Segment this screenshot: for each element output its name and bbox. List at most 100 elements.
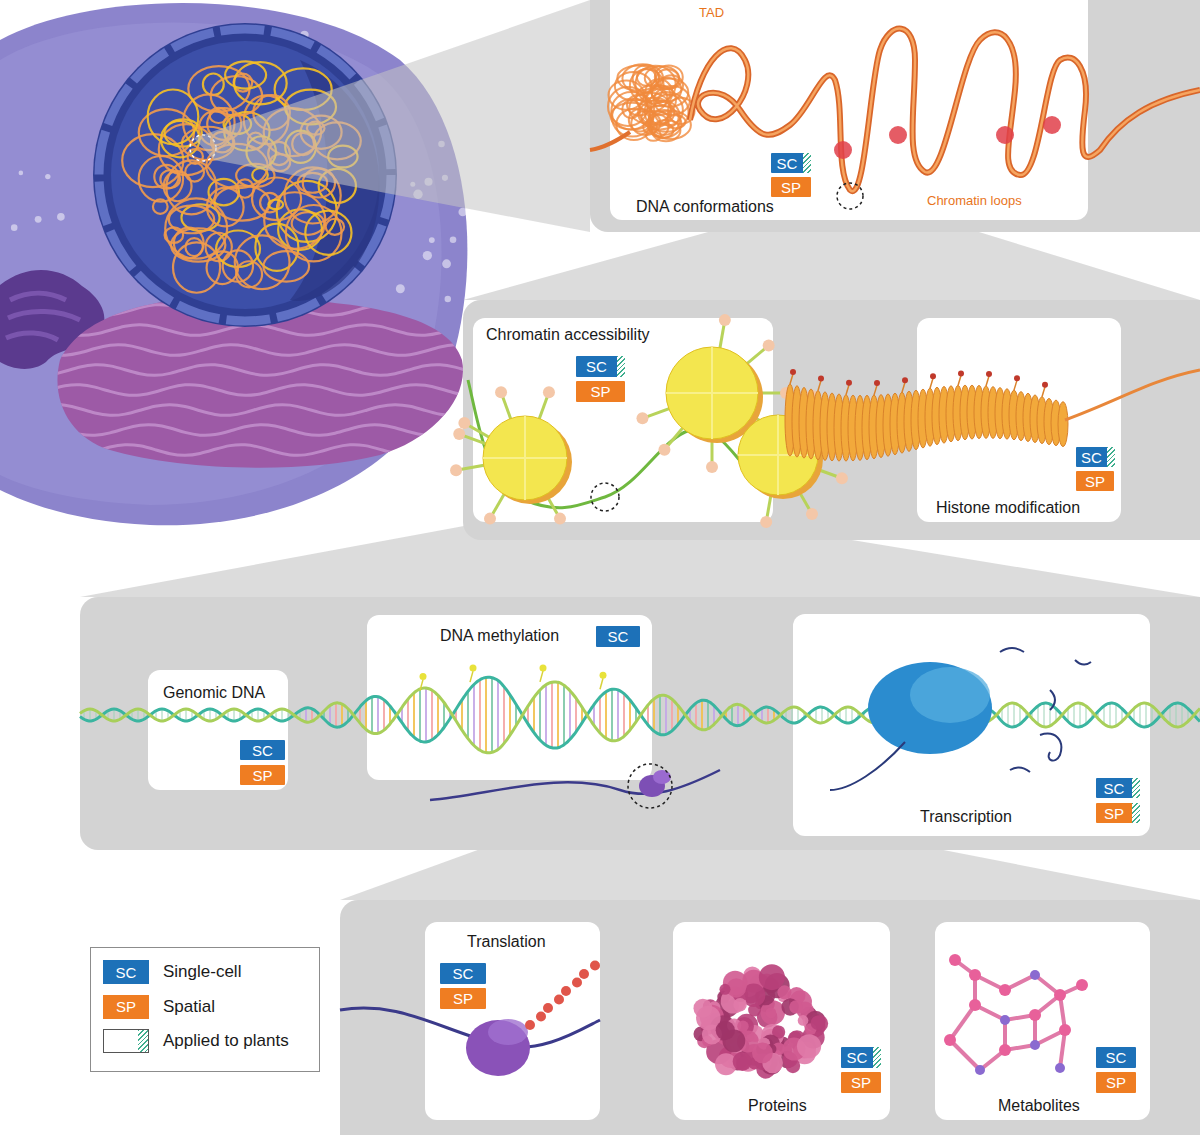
badge-label: SC	[586, 358, 607, 375]
ribosome	[488, 1019, 528, 1045]
histone-mark	[1014, 375, 1020, 381]
level-band	[80, 597, 1200, 850]
chromatin-strand	[236, 261, 262, 287]
legend-swatch: SC	[103, 960, 149, 984]
base-pair	[258, 709, 259, 721]
base-pair	[210, 709, 211, 721]
mark-stalk	[818, 381, 821, 391]
peptide-chain	[525, 961, 600, 1031]
method-badge: SC	[1096, 1047, 1136, 1068]
method-badge: SC	[1096, 778, 1140, 798]
base-pair	[282, 709, 283, 721]
ribosome	[466, 1020, 530, 1076]
base-pair	[611, 689, 613, 741]
tail-mark	[706, 461, 718, 473]
methyl-stalk	[600, 678, 603, 689]
method-badge: SP	[771, 177, 811, 197]
method-badge: SP	[576, 381, 625, 402]
atom	[999, 1044, 1011, 1056]
histone-octamer	[666, 347, 758, 439]
base-pair	[1074, 704, 1075, 726]
base-pair	[485, 677, 487, 752]
protein-atom	[719, 984, 730, 995]
base-pair	[437, 695, 439, 735]
mark-stalk	[902, 382, 905, 392]
base-pair	[767, 707, 769, 723]
fiber-nucleosome	[1058, 402, 1068, 447]
vesicle	[19, 171, 24, 176]
base-pair	[1014, 703, 1015, 727]
method-badge: SP	[240, 765, 285, 785]
legend-row: SPSpatial	[103, 995, 215, 1019]
amino-acid	[536, 1012, 546, 1022]
base-pair	[737, 704, 739, 725]
er-fold	[50, 365, 470, 376]
golgi-cisternae	[6, 293, 80, 340]
badge-label: SC	[777, 155, 798, 172]
mark-stalk	[790, 374, 793, 384]
amino-acid	[525, 1020, 535, 1030]
chromatin-loops-highlight	[690, 29, 1200, 192]
vesicle	[445, 296, 451, 302]
badge-label: SP	[1104, 805, 1124, 822]
tail-mark	[458, 417, 470, 429]
tad-strand	[665, 115, 685, 128]
level-band	[340, 900, 1200, 1135]
badge-label: SP	[851, 1074, 871, 1091]
chromatin-strand	[174, 228, 204, 259]
er-fold	[50, 444, 470, 455]
badge-label: SP	[1085, 473, 1105, 490]
base-pair	[1050, 704, 1051, 726]
base-pair	[371, 697, 373, 733]
badge-label: SC	[1081, 449, 1102, 466]
base-pair	[659, 695, 661, 734]
chromatin-fiber	[590, 132, 630, 150]
amino-acid	[554, 995, 564, 1005]
base-pair	[713, 706, 715, 725]
base-pair	[701, 700, 703, 730]
histone-mark	[930, 373, 936, 379]
chromatin-strand	[326, 219, 344, 235]
chromatin-strand	[139, 156, 183, 202]
legend-text: Single-cell	[163, 962, 241, 982]
atom	[1059, 1024, 1071, 1036]
chemical-bond	[950, 1040, 980, 1070]
base-pair	[1146, 703, 1147, 727]
tail-mark	[763, 339, 775, 351]
base-pair	[419, 689, 421, 741]
mark-stalk	[930, 378, 933, 388]
dna-strand	[80, 677, 1200, 748]
base-pair	[846, 707, 847, 723]
er-fold	[50, 425, 470, 436]
badge-label: SP	[781, 179, 801, 196]
base-pair	[671, 699, 673, 731]
base-pair	[539, 690, 541, 740]
chromatin-strand	[236, 179, 253, 197]
protein-atom	[798, 1015, 809, 1026]
base-pair	[1182, 704, 1183, 726]
badge-label: SC	[1106, 1049, 1127, 1066]
base-pair	[557, 682, 559, 747]
mrna	[430, 770, 720, 800]
cohesin-ring	[834, 141, 852, 159]
method-badge: SC	[596, 626, 640, 647]
chromatin-strand	[255, 224, 298, 271]
base-pair	[653, 699, 655, 731]
tail-mark	[554, 513, 566, 525]
rna-transcripts	[830, 648, 1091, 790]
tail-mark	[543, 386, 555, 398]
histone-octamer	[483, 416, 567, 500]
base-pair	[569, 691, 571, 740]
base-pair	[365, 701, 367, 730]
chromatin-strand	[210, 108, 228, 123]
base-pair	[707, 701, 709, 729]
cohesin-ring	[889, 126, 907, 144]
method-badge: SP	[1076, 471, 1114, 491]
base-pair	[162, 709, 163, 721]
base-pair	[186, 709, 187, 721]
badge-label: SP	[590, 383, 610, 400]
tail-mark	[453, 428, 465, 440]
base-pair	[491, 678, 493, 753]
tail-mark	[806, 508, 818, 520]
atom	[975, 1065, 985, 1075]
